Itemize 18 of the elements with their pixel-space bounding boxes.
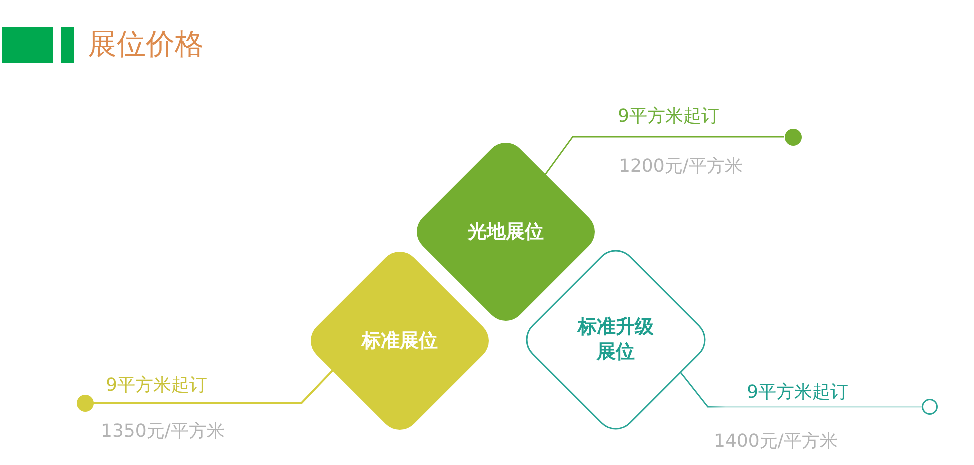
minimum-area-label: 9平方米起订 — [747, 382, 848, 404]
leader-line — [94, 370, 334, 404]
diamond-shape — [527, 251, 705, 429]
price-label: 1350元/平方米 — [101, 421, 225, 443]
booth-type-label: 标准升级展位 — [576, 315, 655, 365]
end-dot-icon — [921, 398, 939, 416]
price-label: 1400元/平方米 — [714, 431, 838, 453]
booth-type-label: 光地展位 — [468, 220, 544, 244]
end-dot-icon — [784, 128, 802, 146]
minimum-area-label: 9平方米起订 — [106, 375, 208, 397]
booth-type-label: 标准展位 — [362, 328, 438, 354]
leader-line — [680, 372, 922, 408]
price-label: 1200元/平方米 — [619, 156, 743, 178]
diamond-shape — [311, 252, 489, 430]
leader-line — [544, 136, 784, 176]
minimum-area-label: 9平方米起订 — [618, 106, 720, 128]
page-title: 展位价格 — [88, 28, 204, 63]
end-dot-icon — [76, 394, 94, 412]
